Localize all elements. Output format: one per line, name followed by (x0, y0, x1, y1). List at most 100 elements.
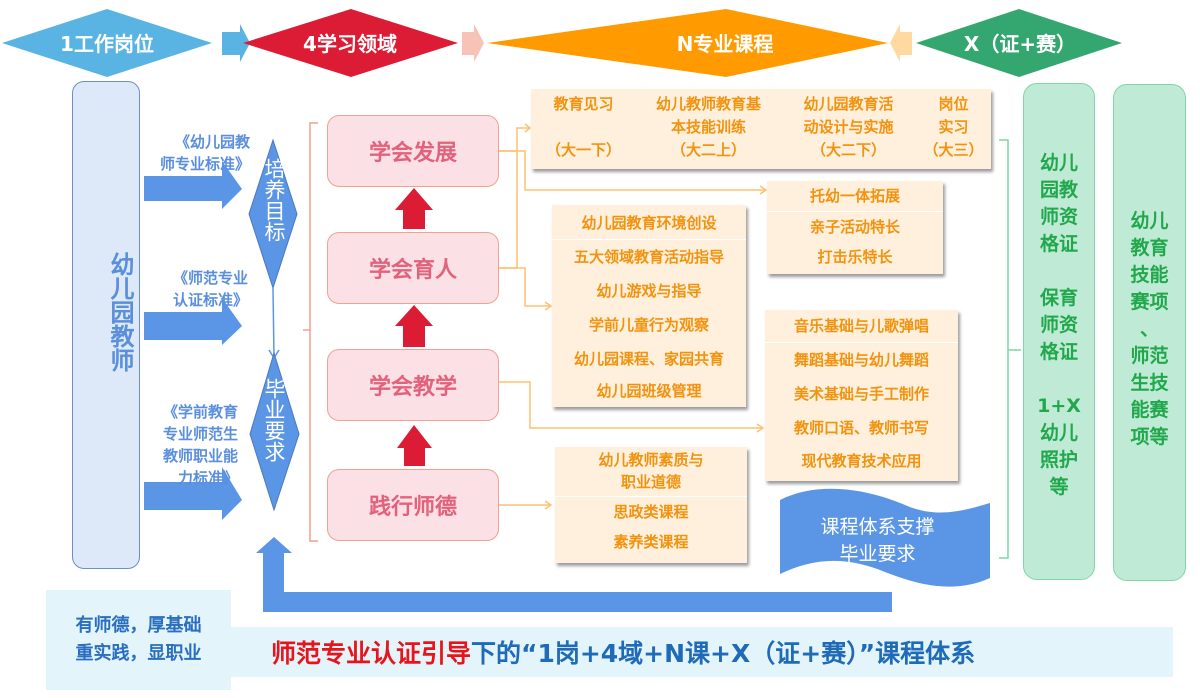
certificate-line: 照护 (1039, 449, 1078, 471)
training-objective-label: 培养目标 (262, 158, 286, 242)
domain-box-nurturing: 学会育人 (327, 232, 499, 304)
course-item: 幼儿游戏与指导 (596, 282, 702, 300)
standard-arrow-2 (144, 298, 242, 345)
standard-label-1-line1: 《幼儿园教 (174, 133, 250, 151)
certificate-line: 1+X (1037, 395, 1081, 417)
practice-course-term: （大二上） (670, 141, 746, 159)
standard-label-3-line3: 教师职业能 (162, 447, 238, 465)
stage-label-cert: X（证+赛） (963, 32, 1077, 56)
stage-connector-arrow-2 (462, 24, 484, 62)
motto-box: 有师德，厚基础 重实践，显职业 (46, 590, 231, 690)
job-position-label: 幼儿园教师 (106, 252, 134, 372)
competition-line: 项等 (1130, 426, 1169, 448)
certificate-column: 幼儿 园教 师资 格证 保育 师资 格证 1+X 幼儿 照护 等 (1023, 83, 1095, 580)
competition-line: 教育 (1130, 237, 1169, 259)
competition-line: 、 (1139, 318, 1159, 340)
course-item: 幼儿园班级管理 (596, 382, 702, 400)
domain-bracket (303, 122, 318, 542)
certificate-line: 幼儿 (1039, 422, 1078, 444)
practice-course-box: 教育见习 （大一下） 幼儿教师教育基 本技能训练 （大二上） 幼儿园教育活 动设… (531, 89, 991, 169)
stage-connector-arrow-3 (890, 24, 912, 62)
course-item: 托幼一体拓展 (767, 181, 943, 212)
certificate-line: 园教 (1039, 179, 1078, 201)
stage-connector-arrow-1 (222, 24, 250, 62)
stage-diamond-course (487, 9, 888, 77)
stage-diamond-cert (916, 9, 1122, 77)
standard-label-3-line1: 《学前教育 (162, 403, 238, 421)
practice-course-item: 岗位 实习 （大三） (924, 93, 984, 169)
standard-label-2: 《师范专业 认证标准》 (150, 267, 248, 311)
standard-label-1-line2: 师专业标准》 (159, 155, 250, 173)
standard-label-3-line4: 力标准》 (177, 469, 238, 487)
practice-course-item: 教育见习 （大一下） (539, 93, 629, 169)
competition-line: 生技 (1130, 372, 1169, 394)
certificate-line: 幼儿 (1039, 152, 1078, 174)
course-item-line2: 职业道德 (620, 473, 681, 491)
course-item: 舞蹈基础与幼儿舞蹈 (793, 351, 929, 369)
course-item: 现代教育技术应用 (801, 452, 922, 470)
practice-course-name2: 本技能训练 (670, 118, 746, 136)
standard-label-1: 《幼儿园教 师专业标准》 (150, 131, 250, 175)
support-banner-line2: 毕业要求 (839, 543, 916, 565)
motto-line2: 重实践，显职业 (75, 643, 202, 664)
graduation-requirement-diamond (249, 351, 300, 512)
support-banner-text: 课程体系支撑 毕业要求 (790, 514, 965, 568)
competition-line: 幼儿 (1130, 210, 1169, 232)
standard-arrow-1 (144, 161, 242, 209)
course-item: 素养类课程 (613, 533, 689, 551)
competition-line: 师范 (1130, 345, 1169, 367)
practice-course-name: 教育见习 (553, 95, 614, 113)
domain-up-arrow-2 (395, 305, 433, 347)
stage-label-course: N专业课程 (676, 32, 774, 56)
course-item: 教师口语、教师书写 (793, 419, 929, 437)
course-item-line1: 幼儿教师素质与 (598, 451, 704, 469)
competition-line: 能赛 (1130, 399, 1169, 421)
feedback-return-arrow (256, 537, 892, 612)
practice-course-term: （大一下） (545, 141, 621, 159)
course-item: 幼儿教师素质与 职业道德 (555, 449, 747, 497)
diagram-title: 师范专业认证引导下的“1岗+4域+N课+X（证+赛）”课程体系 (231, 627, 1173, 677)
practice-course-item: 幼儿园教育活 动设计与实施 （大二下） (789, 93, 909, 169)
nurturing-course-box: 幼儿园教育环境创设 五大领域教育活动指导 幼儿游戏与指导 学前儿童行为观察 幼儿… (552, 205, 746, 407)
certificate-line: 保育 (1039, 287, 1078, 309)
course-item: 美术基础与手工制作 (793, 385, 929, 403)
domain-up-arrow-3 (397, 425, 432, 466)
graduation-requirement-label: 毕业要求 (262, 378, 286, 462)
standard-label-3: 《学前教育 专业师范生 教师职业能 力标准》 (140, 401, 238, 489)
practice-course-name: 幼儿园教育活 (803, 95, 894, 113)
course-item: 思政类课程 (613, 503, 689, 521)
stage-label-job: 1工作岗位 (60, 32, 154, 56)
practice-course-name2: 动设计与实施 (803, 118, 894, 136)
certificate-line (1024, 366, 1094, 393)
course-item: 打击乐特长 (817, 248, 893, 266)
course-item: 幼儿园课程、家园共育 (573, 350, 724, 368)
teaching-course-box: 音乐基础与儿歌弹唱 舞蹈基础与幼儿舞蹈 美术基础与手工制作 教师口语、教师书写 … (765, 310, 958, 481)
certificate-line: 格证 (1039, 341, 1078, 363)
course-item: 幼儿园教育环境创设 (552, 207, 746, 240)
stage-label-domain: 4学习领域 (303, 32, 397, 56)
ethics-course-box: 幼儿教师素质与 职业道德 思政类课程 素养类课程 (555, 447, 747, 563)
domain-up-arrow-1 (395, 188, 433, 229)
support-banner-line1: 课程体系支撑 (820, 516, 935, 538)
practice-course-name: 岗位 (938, 95, 969, 113)
certificate-line (1024, 258, 1094, 285)
goal-connector-line (272, 287, 275, 359)
certificate-line: 等 (1049, 476, 1069, 498)
competition-line: 技能 (1130, 264, 1169, 286)
competition-column: 幼儿 教育 技能 赛项 、 师范 生技 能赛 项等 (1113, 84, 1186, 581)
course-item: 五大领域教育活动指导 (573, 248, 724, 266)
practice-course-name2: 实习 (938, 118, 969, 136)
course-item: 学前儿童行为观察 (588, 316, 709, 334)
domain-box-development: 学会发展 (327, 115, 499, 187)
course-item: 音乐基础与儿歌弹唱 (765, 311, 958, 343)
practice-course-name: 幼儿教师教育基 (655, 95, 761, 113)
course-item: 亲子活动特长 (809, 218, 900, 236)
stage-diamond-domain (243, 9, 458, 77)
standard-arrow-3 (144, 467, 242, 520)
domain-box-teaching: 学会教学 (327, 349, 499, 421)
domain-box-ethics: 践行师德 (327, 469, 499, 541)
course-connectors (499, 123, 768, 510)
title-red-part: 师范专业认证引导 (271, 639, 472, 668)
certificate-line: 师资 (1039, 206, 1078, 228)
